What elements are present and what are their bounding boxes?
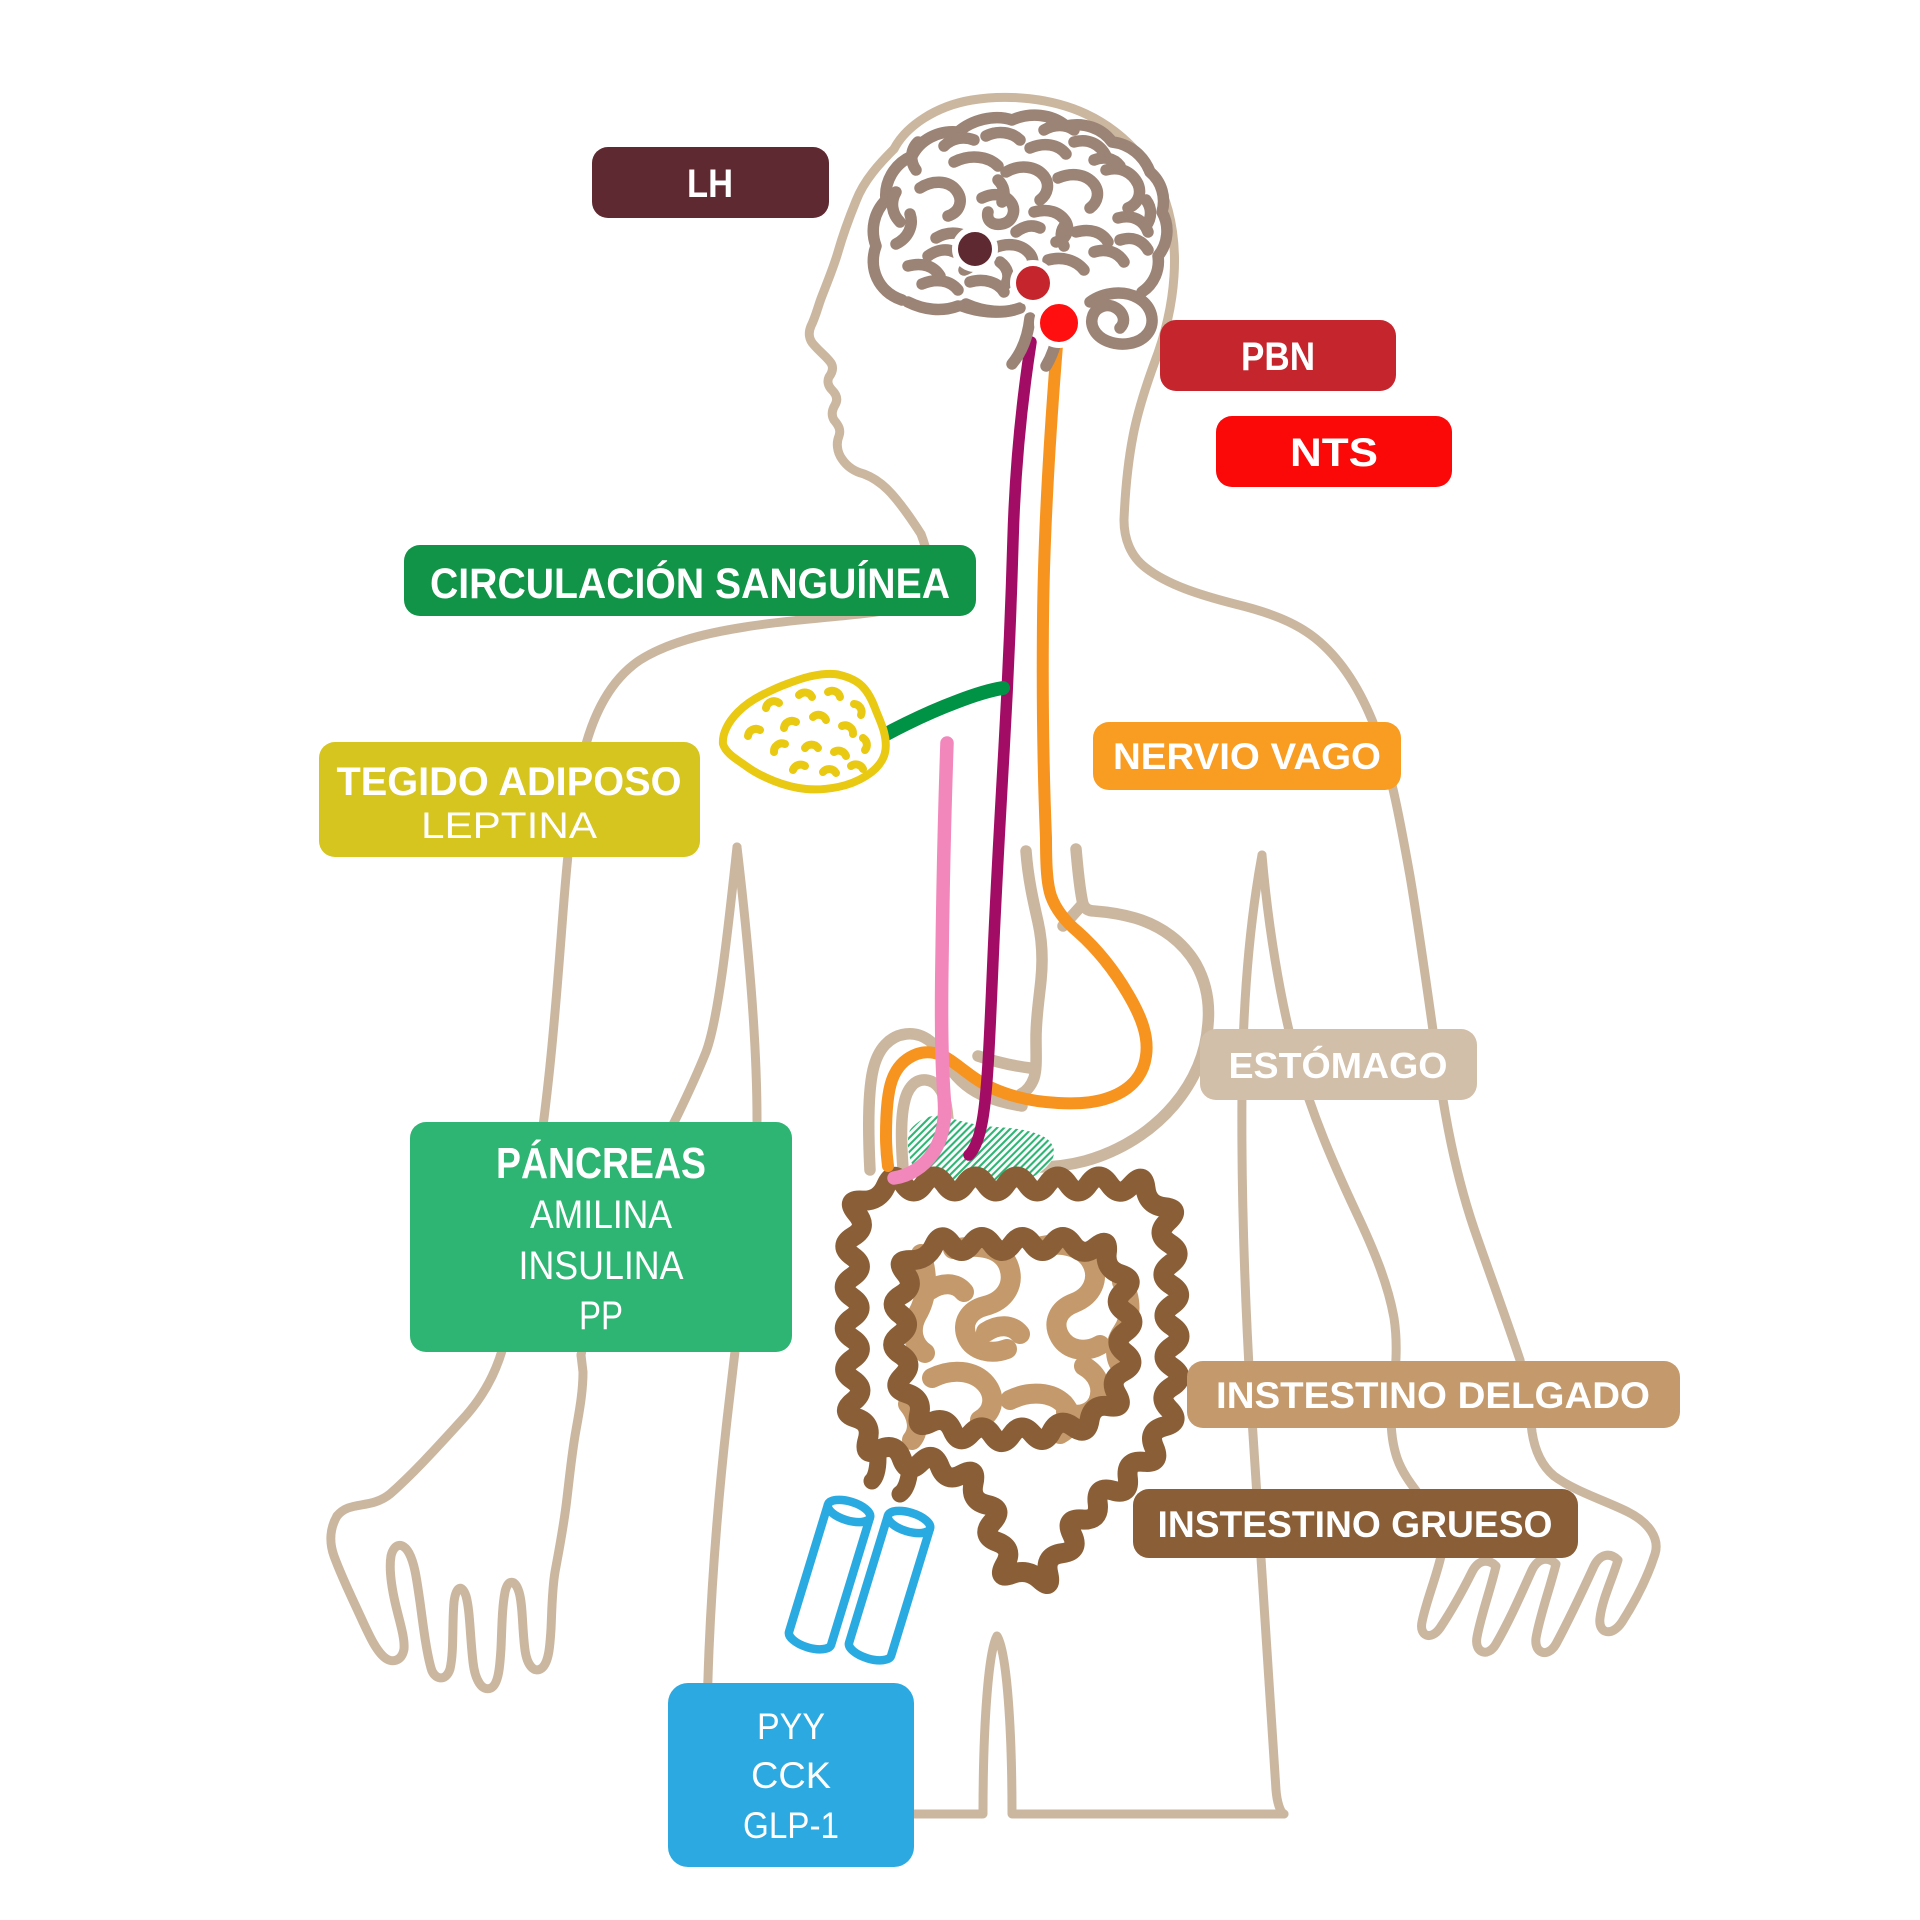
svg-text:PYY: PYY xyxy=(757,1706,825,1747)
svg-text:PP: PP xyxy=(579,1294,623,1338)
svg-text:LEPTINA: LEPTINA xyxy=(421,805,597,846)
svg-text:NTS: NTS xyxy=(1290,431,1378,475)
svg-text:LH: LH xyxy=(687,162,733,206)
svg-text:INSTESTINO GRUESO: INSTESTINO GRUESO xyxy=(1158,1504,1553,1545)
svg-text:TEGIDO ADIPOSO: TEGIDO ADIPOSO xyxy=(337,760,682,804)
svg-text:NERVIO VAGO: NERVIO VAGO xyxy=(1113,736,1381,777)
svg-text:PBN: PBN xyxy=(1241,335,1315,379)
svg-text:GLP-1: GLP-1 xyxy=(743,1805,839,1846)
svg-text:CCK: CCK xyxy=(751,1755,831,1796)
svg-text:PÁNCREAS: PÁNCREAS xyxy=(496,1138,706,1188)
svg-text:ESTÓMAGO: ESTÓMAGO xyxy=(1229,1044,1448,1086)
svg-text:INSTESTINO DELGADO: INSTESTINO DELGADO xyxy=(1216,1375,1650,1416)
svg-text:INSULINA: INSULINA xyxy=(519,1244,684,1288)
svg-text:CIRCULACIÓN SANGUÍNEA: CIRCULACIÓN SANGUÍNEA xyxy=(430,559,950,608)
svg-text:AMILINA: AMILINA xyxy=(530,1193,672,1237)
